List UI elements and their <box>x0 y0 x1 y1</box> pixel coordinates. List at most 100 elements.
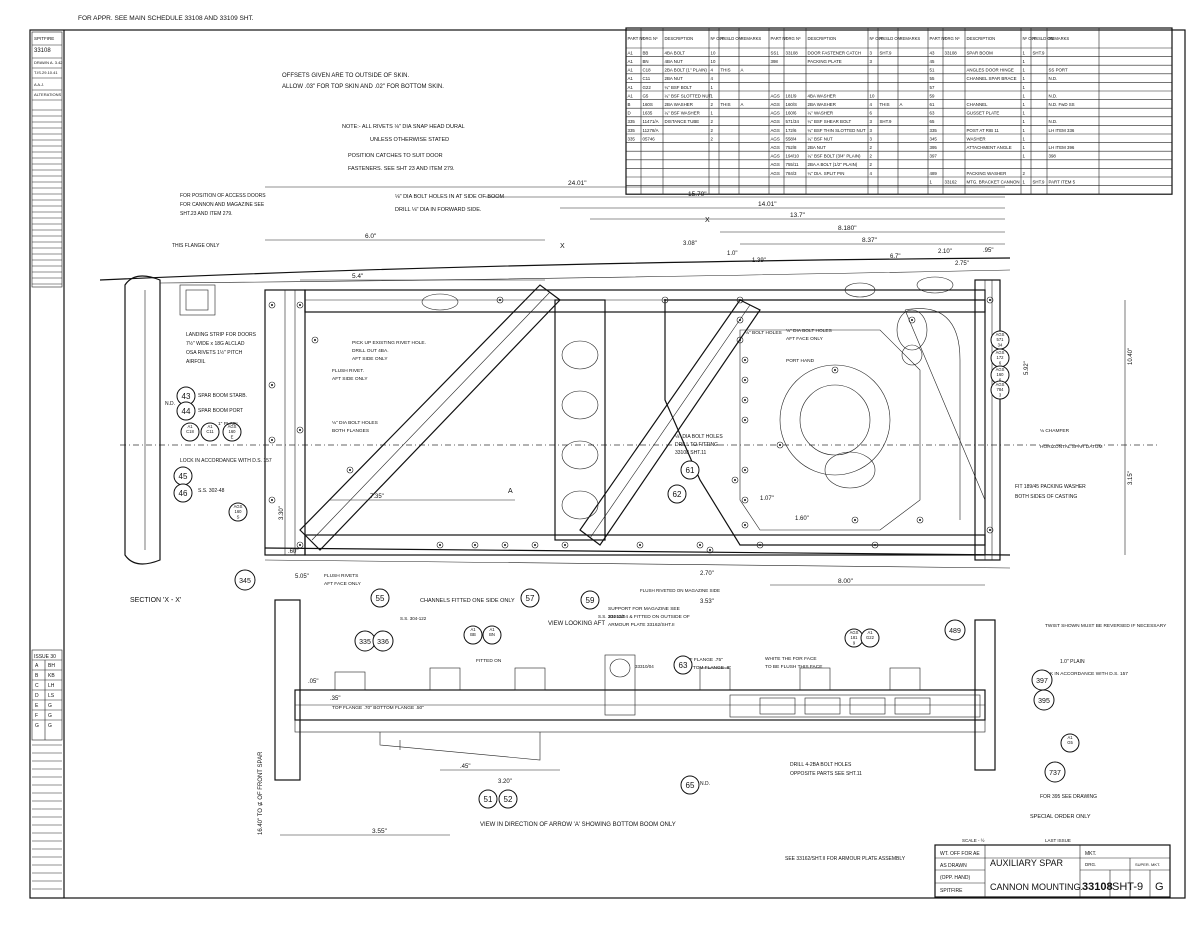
fastener-bubble-label: 160 <box>997 372 1005 377</box>
fastener-bubble <box>463 625 483 645</box>
bolt-hole <box>741 396 749 404</box>
item-bubble-label: 397 <box>1036 678 1048 685</box>
strip-title: SPITFIRE <box>34 36 54 41</box>
table-cell: C11 <box>643 76 651 81</box>
item-bubble-label: 345 <box>239 578 251 585</box>
dim-45: .45" <box>460 764 470 770</box>
fastener-bubble <box>482 625 502 645</box>
bolt-hole <box>561 541 569 549</box>
fastener-bubble <box>990 380 1010 400</box>
table-cell: 1 <box>1023 145 1026 150</box>
dim-95: .95" <box>983 248 993 254</box>
note-support-3: ARMOUR PLATE 33162/SHT.II <box>608 622 675 628</box>
note-offsets-2: ALLOW .03" FOR TOP SKIN AND .02" FOR BOT… <box>282 84 444 90</box>
table-cell: AGS <box>771 128 780 133</box>
table-cell: PACKING WASHER <box>967 171 1007 176</box>
fastener-bubble-label: A1 <box>207 424 213 429</box>
dim-3-55: 3.55" <box>372 828 388 835</box>
table-cell: 1 <box>1023 128 1026 133</box>
fastener-bubble-label: AGS <box>996 350 1005 355</box>
dim-10-40: 10.40" <box>1128 348 1134 365</box>
dim-24-01: 24.01" <box>568 180 587 187</box>
note-fitted-on: FITTED ON <box>476 658 502 664</box>
spar-elevation-view <box>99 257 1160 569</box>
fastener-bubble-label: 160 <box>229 429 237 434</box>
fastener-bubble-label: AGS <box>996 382 1005 387</box>
table-cell: 335 <box>930 128 938 133</box>
table-cell: 1 <box>1023 50 1026 55</box>
table-cell: 65 <box>930 119 935 124</box>
table-cell: 1635 <box>643 111 653 116</box>
note-ten-plain: 1.0" PLAIN <box>1060 659 1085 665</box>
table-cell: 33108 <box>786 50 799 55</box>
table-cell: AGS <box>771 136 780 141</box>
item-bubble-label: 335 <box>359 639 371 646</box>
note-packing-2: BOTH SIDES OF CASTING <box>1015 494 1077 500</box>
fastener-bubble-label: 160 <box>235 509 243 514</box>
table-cell: 784/3 <box>786 171 798 176</box>
table-cell: 755/11 <box>786 162 800 167</box>
bolt-hole <box>871 541 879 549</box>
table-header: DESCRIPTION <box>665 36 694 41</box>
strip-alterations: ALTERATIONS <box>34 92 62 97</box>
table-cell: 2 <box>1023 171 1026 176</box>
strip-drawn: DRAWN A. 3.42 <box>34 60 63 65</box>
table-cell: B <box>628 102 631 107</box>
table-cell: 1 <box>1023 102 1026 107</box>
bolt-hole <box>741 496 749 504</box>
table-cell: 10 <box>870 93 875 98</box>
fastener-bubble-label: 784 <box>997 387 1005 392</box>
table-header: Nº OFF <box>711 36 726 41</box>
note-flush-1: FLUSH RIVET. <box>332 368 364 374</box>
fastener-bubble-label: 3 <box>999 392 1002 397</box>
bolt-hole <box>436 541 444 549</box>
table-cell: BN <box>643 59 649 64</box>
bolt-hole <box>741 466 749 474</box>
fastener-bubble-label: 172 <box>997 355 1005 360</box>
table-cell: ¼" WASHER <box>808 111 834 116</box>
table-cell: 172/6 <box>786 128 798 133</box>
issue-row-letter: A <box>35 663 39 669</box>
dim-3-53: 3.53" <box>700 599 714 605</box>
bolt-hole <box>986 296 994 304</box>
bolt-hole <box>346 466 354 474</box>
table-cell: 11278/A <box>643 128 659 133</box>
table-cell: C18 <box>643 68 652 73</box>
part-note-ss304-132: S.S. 304-132 <box>598 614 625 619</box>
table-cell: ¼" BSF SLOTTED NUT <box>665 93 712 98</box>
item-bubble-label: 336 <box>377 639 389 646</box>
dim-1-60: 1.60" <box>795 516 809 522</box>
bolt-hole <box>661 296 669 304</box>
table-cell: 1 <box>711 111 714 116</box>
issue-row-letter: F <box>35 713 38 719</box>
note-bolt-fitting-3: 33108 SHT.11 <box>675 450 707 456</box>
table-cell: A1 <box>628 59 634 64</box>
dim-2-75: 2.75" <box>955 261 969 267</box>
note-landing-4: AIRFOIL <box>186 359 206 365</box>
strip-ref: 33108 <box>34 48 51 54</box>
table-cell: G22 <box>643 85 652 90</box>
table-cell: G5 <box>643 93 649 98</box>
table-cell: N.D. <box>1049 76 1058 81</box>
table-cell: N.D. <box>1049 119 1058 124</box>
issue-row-letter: D <box>35 693 39 699</box>
note-bolt-small: ⅛" BOLT HOLES <box>745 330 782 336</box>
table-cell: 2 <box>870 154 873 159</box>
table-cell: ANGLES DOOR HINGE <box>967 68 1014 73</box>
table-cell: 1 <box>711 93 714 98</box>
note-support-1: SUPPORT FOR MAGAZINE SEE <box>608 606 680 612</box>
fastener-bubble-label: A1 <box>489 627 495 632</box>
dim-3-15: 3.15" <box>1128 471 1134 485</box>
fastener-bubble-label: 6 <box>999 360 1002 365</box>
note-view-aft: VIEW LOOKING AFT <box>548 621 605 627</box>
issue-row-letter: G <box>35 723 39 729</box>
item-bubble-label: 55 <box>376 594 385 603</box>
part-note-starb: SPAR BOOM STARB. <box>198 393 247 399</box>
note-flange: THIS FLANGE ONLY <box>172 243 220 249</box>
note-channels: CHANNELS FITTED ONE SIDE ONLY <box>420 598 515 604</box>
table-cell: D <box>628 111 631 116</box>
bolt-hole <box>636 541 644 549</box>
table-cell: 3 <box>870 59 873 64</box>
issue-row-initials: G <box>48 723 52 729</box>
